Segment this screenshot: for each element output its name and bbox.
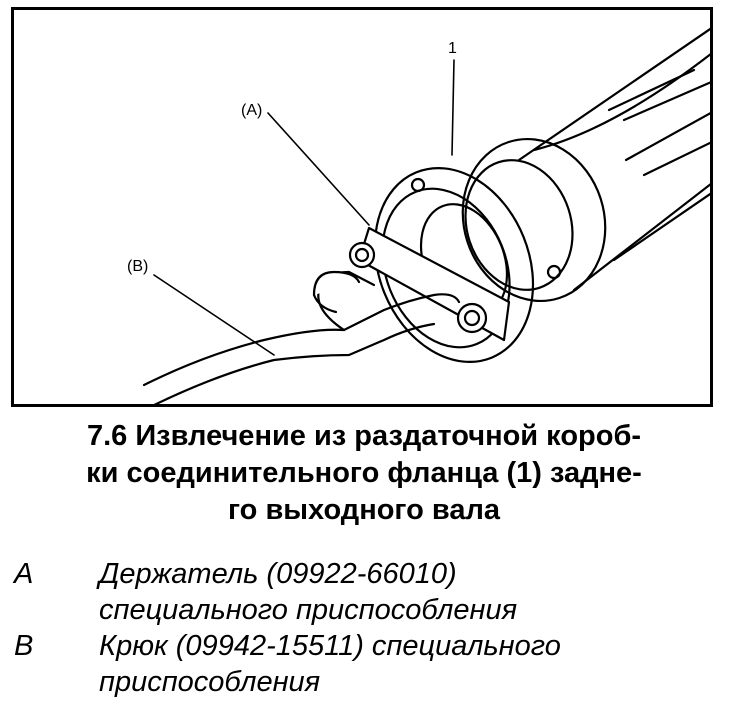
hook-tool [142, 293, 461, 387]
housing-collar [461, 137, 607, 303]
legend-line: Крюк (09942-15511) специального [99, 630, 561, 662]
legend-text: Держатель (09922-66010) специального при… [99, 556, 724, 628]
legend-line: приспособления [99, 666, 321, 698]
callout-b: (B) [127, 258, 149, 275]
flange [373, 167, 535, 363]
legend-key: B [14, 630, 34, 662]
leader-b [153, 274, 275, 356]
figure-caption: 7.6 Извлечение из раздаточной короб- ки … [14, 418, 714, 529]
caption-line: го выходного вала [227, 494, 501, 526]
legend: A Держатель (09922-66010) специального п… [14, 556, 724, 700]
figure-frame: 1 (A) (B) [11, 7, 713, 407]
legend-line: Держатель (09922-66010) [99, 558, 457, 590]
legend-item-a: A Держатель (09922-66010) специального п… [14, 556, 724, 628]
legend-line: специального приспособления [99, 594, 518, 626]
callout-a: (A) [241, 102, 263, 119]
legend-item-b: B Крюк (09942-15511) специального приспо… [14, 628, 724, 700]
legend-key: A [14, 558, 34, 590]
caption-line: ки соединительного фланца (1) задне- [86, 457, 642, 489]
tool-illustration [142, 27, 710, 404]
legend-text: Крюк (09942-15511) специального приспосо… [99, 628, 724, 700]
shaft-housing [517, 27, 710, 162]
callout-1: 1 [448, 40, 457, 57]
leader-one [451, 59, 455, 156]
caption-line: 7.6 Извлечение из раздаточной короб- [86, 420, 642, 452]
leader-a [267, 112, 370, 226]
